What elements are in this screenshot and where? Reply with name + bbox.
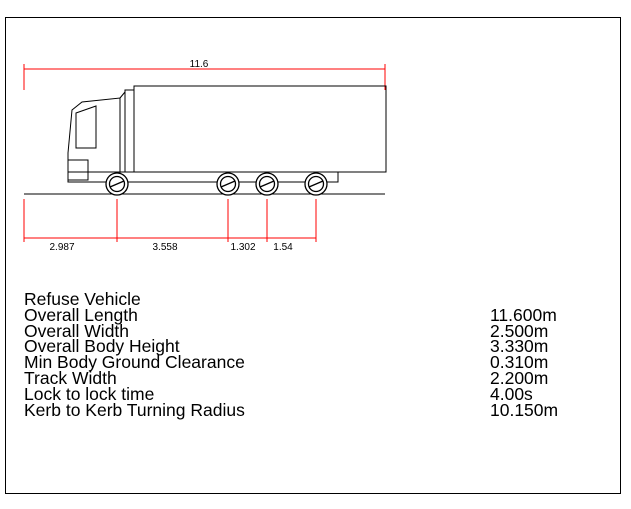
spec-row: Track Width 2.200m	[24, 367, 590, 388]
spec-value: 10.150m	[490, 399, 559, 420]
segment-dim-2: 3.558	[152, 242, 177, 253]
spec-table: Refuse Vehicle Overall Length 11.600m Ove…	[24, 289, 590, 420]
spec-row: Kerb to Kerb Turning Radius 10.150m	[24, 399, 590, 420]
vehicle-name: Refuse Vehicle	[24, 289, 141, 309]
wheel-rear-1	[216, 172, 240, 196]
spec-value: 3.330m	[490, 336, 549, 357]
spec-value: 0.310m	[490, 352, 549, 373]
overall-length-label: 11.6	[190, 59, 209, 70]
spec-label: Min Body Ground Clearance	[24, 352, 245, 373]
spec-row: Min Body Ground Clearance 0.310m	[24, 352, 590, 373]
wheel-front	[105, 172, 129, 196]
drawing-frame	[5, 17, 621, 494]
spec-row: Overall Width 2.500m	[24, 320, 590, 341]
spec-label: Lock to lock time	[24, 383, 155, 404]
spec-value: 2.200m	[490, 367, 549, 388]
segment-dimensions	[23, 199, 317, 242]
spec-row: Overall Body Height 3.330m	[24, 336, 590, 357]
spec-label: Overall Width	[24, 320, 130, 341]
wheel-rear-3	[304, 172, 328, 196]
spec-value: 4.00s	[490, 383, 533, 404]
spec-row: Lock to lock time 4.00s	[24, 383, 590, 404]
truck-outline	[67, 85, 387, 183]
spec-value: 2.500m	[490, 320, 549, 341]
spec-value: 11.600m	[490, 304, 557, 325]
wheels	[105, 172, 328, 196]
spec-label: Overall Body Height	[24, 336, 180, 357]
spec-label: Kerb to Kerb Turning Radius	[24, 399, 245, 420]
wheel-rear-2	[255, 172, 279, 196]
cab	[67, 97, 121, 175]
spec-label: Overall Length	[24, 304, 138, 325]
spec-row: Overall Length 11.600m	[24, 304, 590, 325]
cargo-box	[133, 85, 387, 173]
segment-dim-1: 2.987	[49, 242, 74, 253]
segment-dim-4: 1.54	[273, 242, 293, 253]
segment-dim-3: 1.302	[230, 242, 255, 253]
spec-label: Track Width	[24, 367, 117, 388]
